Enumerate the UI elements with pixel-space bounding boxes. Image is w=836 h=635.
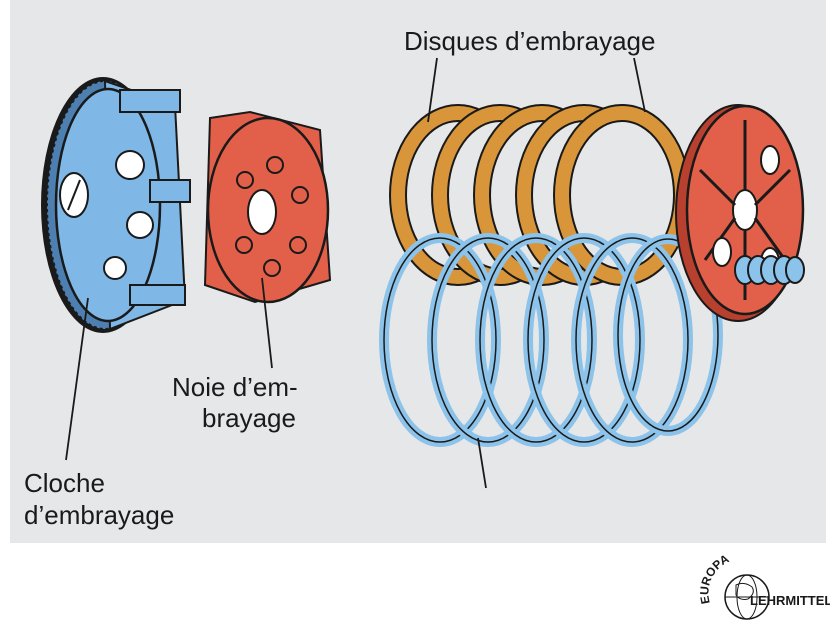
- leader-bell: [65, 297, 89, 461]
- logo-bottom-text: LEHRMITTEL: [750, 593, 830, 608]
- label-bell-line1: Cloche: [24, 468, 105, 498]
- clutch-hub: [203, 110, 332, 304]
- label-friction-discs: Disques d’embrayage: [404, 26, 656, 56]
- europa-lehrmittel-logo: EUROPA LEHRMITTEL: [700, 555, 830, 620]
- label-hub-line1: Noie d’em-: [172, 372, 298, 402]
- label-bell-line2: d’embrayage: [24, 500, 175, 530]
- steel-discs: [379, 233, 723, 447]
- leader-steel: [477, 437, 487, 489]
- pressure-plate: [675, 104, 805, 322]
- label-hub-line2: brayage: [202, 403, 296, 433]
- clutch-bell: [41, 77, 191, 333]
- leader-lines: [65, 57, 646, 489]
- leader-friction-left: [427, 57, 438, 123]
- leader-friction-right: [633, 57, 646, 113]
- friction-discs: [389, 104, 691, 286]
- leader-hub: [261, 277, 273, 369]
- clutch-spring: [734, 255, 805, 285]
